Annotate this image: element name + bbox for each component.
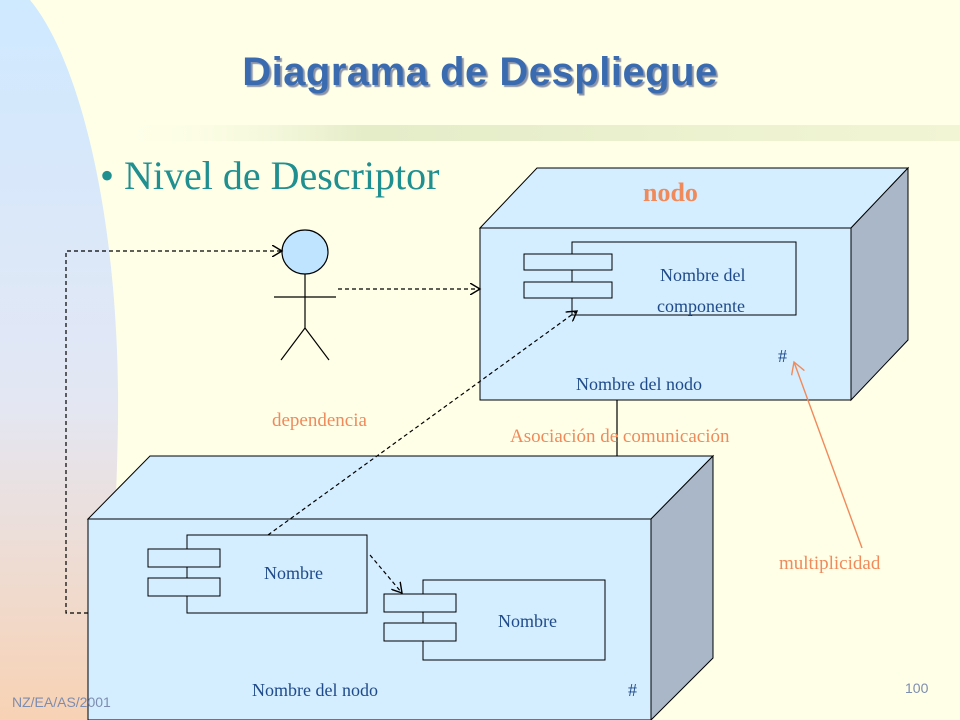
dependency-component-to-top <box>267 311 577 536</box>
dependency-label: dependencia <box>272 410 367 431</box>
bottom-component1-tab1 <box>147 548 221 568</box>
bottom-node <box>86 454 715 720</box>
bottom-component1-box <box>186 534 368 614</box>
dependency-left-loop <box>65 251 282 614</box>
bottom-node-top-face <box>86 455 715 520</box>
bottom-component2-box <box>422 579 606 661</box>
bottom-node-name: Nombre del nodo <box>252 680 378 700</box>
slide-title: Diagrama de Despliegue <box>242 50 718 94</box>
bottom-component2-tab1 <box>383 593 457 613</box>
bottom-component2-label: Nombre <box>498 611 557 631</box>
dependency-component1-to-component2 <box>369 554 402 593</box>
top-node-name: Nombre del nodo <box>576 374 702 394</box>
top-node-stereotype: nodo <box>643 178 698 207</box>
actor-figure <box>274 229 336 361</box>
multiplicity-arrow <box>794 362 863 549</box>
top-node <box>478 166 910 402</box>
top-component-tab2 <box>523 281 613 299</box>
top-component-label-line2: componente <box>657 296 745 316</box>
bullet-point: • Nivel de Descriptor <box>100 153 440 198</box>
communication-association-label: Asociación de comunicación <box>510 426 730 447</box>
top-component-label-line1: Nombre del <box>660 265 746 285</box>
actor-head <box>281 229 329 275</box>
bottom-node-multiplicity-mark: # <box>628 680 637 700</box>
top-component-tab1 <box>523 253 613 271</box>
footer-source: NZ/EA/AS/2001 <box>12 694 111 710</box>
multiplicity-label: multiplicidad <box>779 553 881 574</box>
page-number: 100 <box>905 680 929 696</box>
bottom-component1-label: Nombre <box>264 563 323 583</box>
bottom-component1-tab2 <box>147 577 221 597</box>
bottom-component2-tab2 <box>383 622 457 642</box>
title-underline-band <box>110 125 960 141</box>
top-node-multiplicity-mark: # <box>778 346 787 366</box>
